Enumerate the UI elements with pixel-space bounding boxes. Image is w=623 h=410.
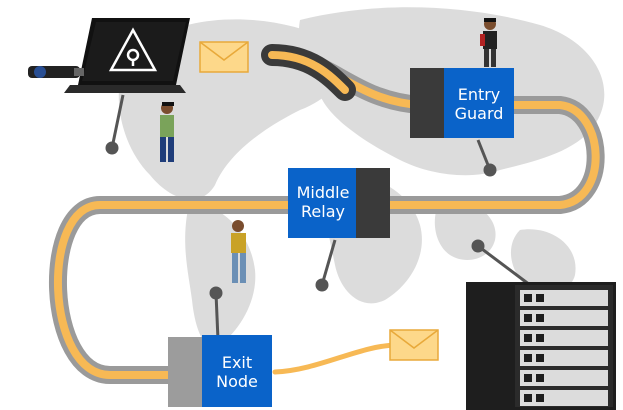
pin-dot-guard <box>483 163 497 177</box>
entry-guard-line1: Entry <box>458 85 501 104</box>
pin-dot-server <box>471 239 485 253</box>
warning-triangle-icon <box>108 27 158 72</box>
pin-line-middle <box>320 239 337 286</box>
exit-output-line <box>272 342 401 375</box>
pin-dot-middle <box>315 278 329 292</box>
location-pins <box>105 94 531 341</box>
person-icon <box>480 18 497 67</box>
pin-dot-exit <box>209 286 223 300</box>
encrypted-tunnel <box>49 44 605 384</box>
entry-guard-line2: Guard <box>455 104 504 123</box>
entry-guard-node: Entry Guard <box>410 68 514 138</box>
exit-node-line1: Exit <box>222 353 252 372</box>
exit-node-line2: Node <box>216 372 258 391</box>
pin-dot-laptop <box>105 141 119 155</box>
envelope-icon <box>389 329 439 361</box>
pin-line-laptop <box>110 94 125 149</box>
middle-relay-line2: Relay <box>301 202 345 221</box>
exit-node: Exit Node <box>168 335 272 407</box>
envelope-icon <box>199 41 249 73</box>
middle-relay-line1: Middle <box>297 183 350 202</box>
laptop-icon <box>64 18 190 93</box>
person-icon <box>160 102 174 162</box>
pin-line-server <box>477 244 531 287</box>
usb-drive-icon <box>28 66 84 78</box>
pin-line-exit <box>214 292 220 341</box>
middle-relay-node: Middle Relay <box>288 168 390 238</box>
person-icon <box>231 220 246 283</box>
server-rack-icon <box>466 282 616 410</box>
